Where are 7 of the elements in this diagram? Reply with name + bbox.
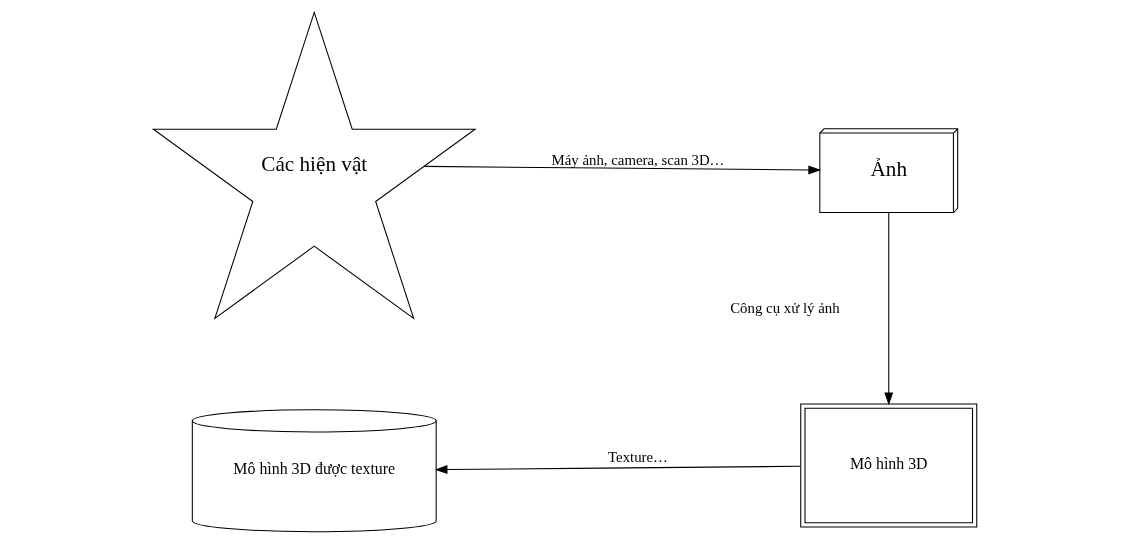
edge-label: Công cụ xử lý ảnh	[729, 299, 840, 316]
edge-label: Texture…	[607, 449, 668, 466]
arrow	[883, 212, 893, 406]
arrow	[423, 165, 821, 175]
edge-label: Máy ảnh, camera, scan 3D…	[551, 151, 724, 168]
arrow	[434, 465, 801, 474]
node-box: Mô hình 3D	[799, 403, 977, 528]
